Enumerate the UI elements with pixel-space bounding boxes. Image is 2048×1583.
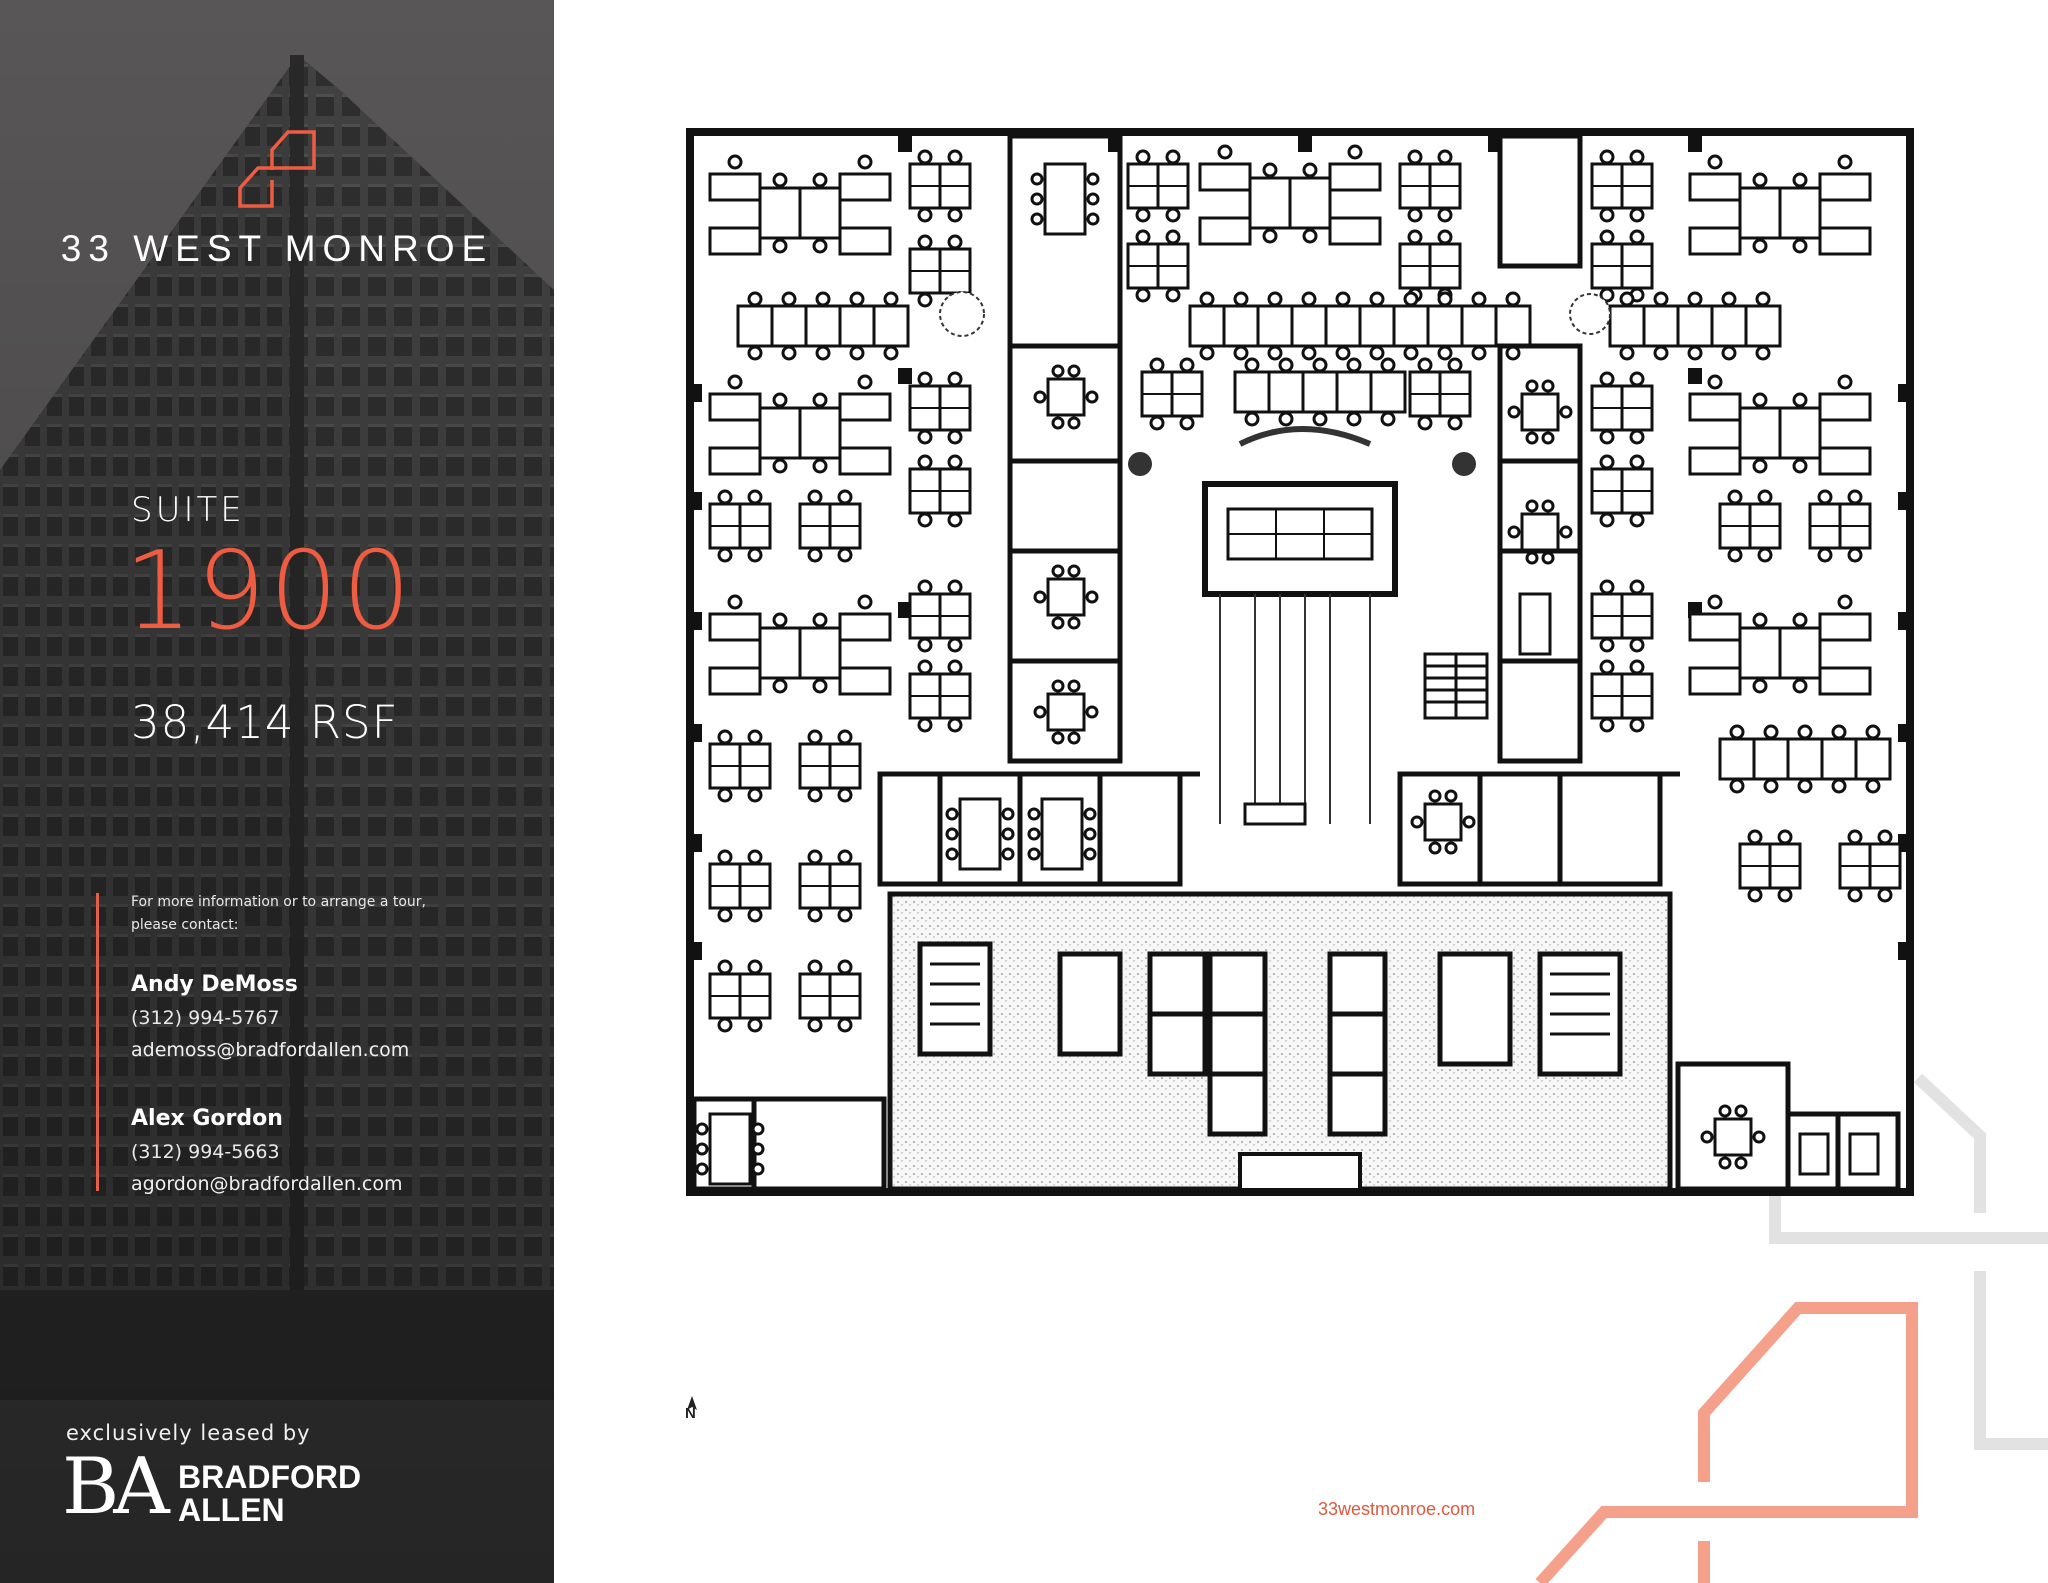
north-arrow-icon (687, 1396, 697, 1410)
contact-intro: For more information or to arrange a tou… (131, 891, 431, 937)
website-link[interactable]: 33westmonroe.com (1318, 1499, 1476, 1519)
building-outline-logo-icon (238, 130, 316, 208)
contact-phone-2[interactable]: (312) 994-5663 (131, 1141, 280, 1163)
contact-intro-line-1: For more information or to arrange a tou… (131, 894, 426, 910)
leased-by-tagline: exclusively leased by (66, 1421, 311, 1445)
north-label: N (685, 1405, 696, 1422)
left-panel: 33 WEST MONROE SUITE 1900 38,414 RSF For… (0, 0, 554, 1583)
floor-plan-drawing (686, 128, 1914, 1196)
contact-name-2: Alex Gordon (131, 1106, 283, 1131)
building-photo-background (0, 0, 554, 1583)
contact-intro-line-2: please contact: (131, 917, 239, 933)
contact-name-1: Andy DeMoss (131, 972, 298, 997)
broker-name-line-2: ALLEN (178, 1492, 285, 1528)
salmon-outline-shape (1535, 1302, 1918, 1583)
contact-divider (96, 893, 99, 1191)
suite-area: 38,414 RSF (131, 696, 399, 749)
contact-phone-1[interactable]: (312) 994-5767 (131, 1007, 280, 1029)
suite-number: 1900 (124, 529, 415, 654)
suite-label: SUITE (131, 490, 245, 530)
broker-monogram-logo: BA (62, 1442, 170, 1532)
broker-name-line-1: BRADFORD (178, 1459, 362, 1495)
building-name: 33 WEST MONROE (60, 228, 494, 269)
contact-email-2[interactable]: agordon@bradfordallen.com (131, 1173, 403, 1195)
contact-email-1[interactable]: ademoss@bradfordallen.com (131, 1039, 410, 1061)
